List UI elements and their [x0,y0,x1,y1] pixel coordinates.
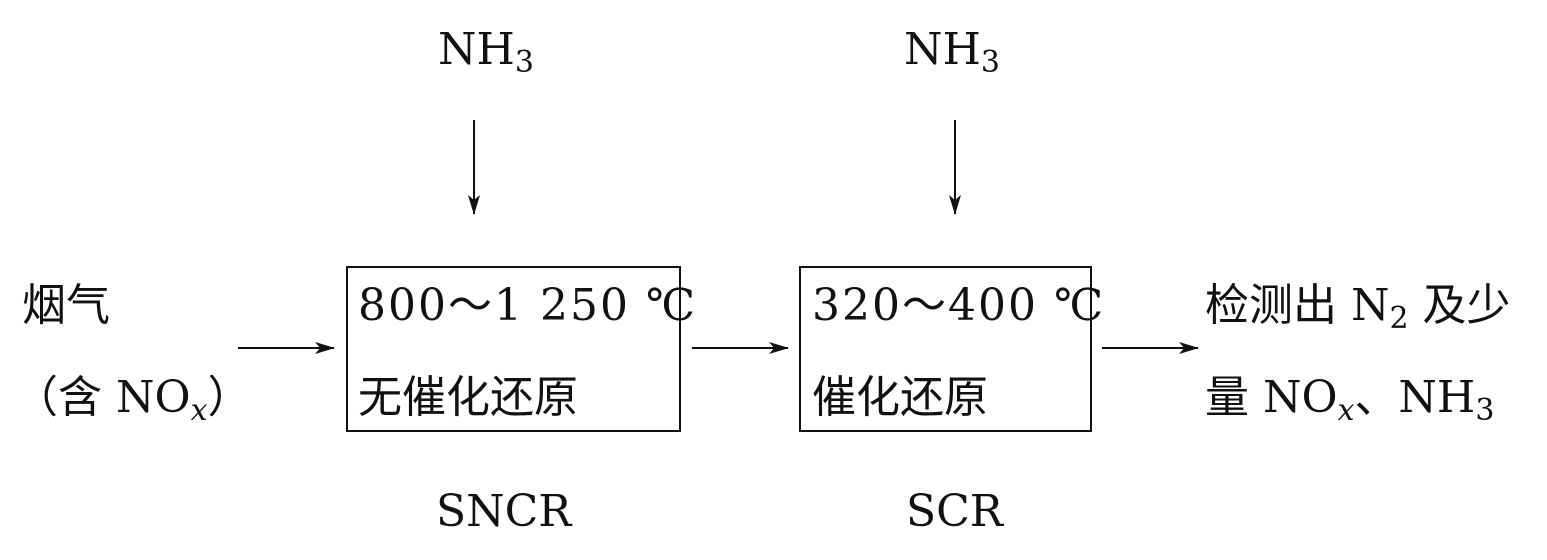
input-composition-suffix: ） [207,372,252,423]
reagent-nh3-sncr-main: NH [438,24,515,75]
output-line-1-prefix: 检测出 N [1205,280,1390,331]
input-composition-prefix: （含 NO [14,372,191,423]
output-line-2: 量 NOx、NH3 [1205,376,1494,426]
input-composition-subscript: x [190,393,208,429]
scr-process: 催化还原 [812,372,988,423]
output-line-1-suffix: 及少 [1408,280,1511,331]
scr-label: SCR [906,486,1003,537]
output-line-1-subscript: 2 [1389,301,1409,337]
sncr-label: SNCR [436,486,572,537]
reagent-nh3-scr: NH3 [904,28,1000,78]
reagent-nh3-sncr: NH3 [438,28,534,78]
output-line-2-subscript-2: 3 [1475,393,1495,429]
output-line-2-prefix: 量 NO [1205,372,1338,423]
sncr-temperature: 800～1 250 ℃ [358,280,698,331]
input-label: 烟气 [22,280,110,331]
output-line-2-subscript: x [1337,393,1355,429]
input-composition: （含 NOx） [14,376,251,426]
scr-box [799,266,1092,432]
output-line-2-mid: 、NH [1354,372,1476,423]
output-line-1: 检测出 N2 及少 [1205,284,1511,334]
reagent-nh3-scr-subscript: 3 [980,45,1000,81]
scr-temperature: 320～400 ℃ [812,280,1106,331]
reagent-nh3-scr-main: NH [904,24,981,75]
reagent-nh3-sncr-subscript: 3 [514,45,534,81]
sncr-process: 无催化还原 [358,372,578,423]
sncr-box [346,266,681,432]
